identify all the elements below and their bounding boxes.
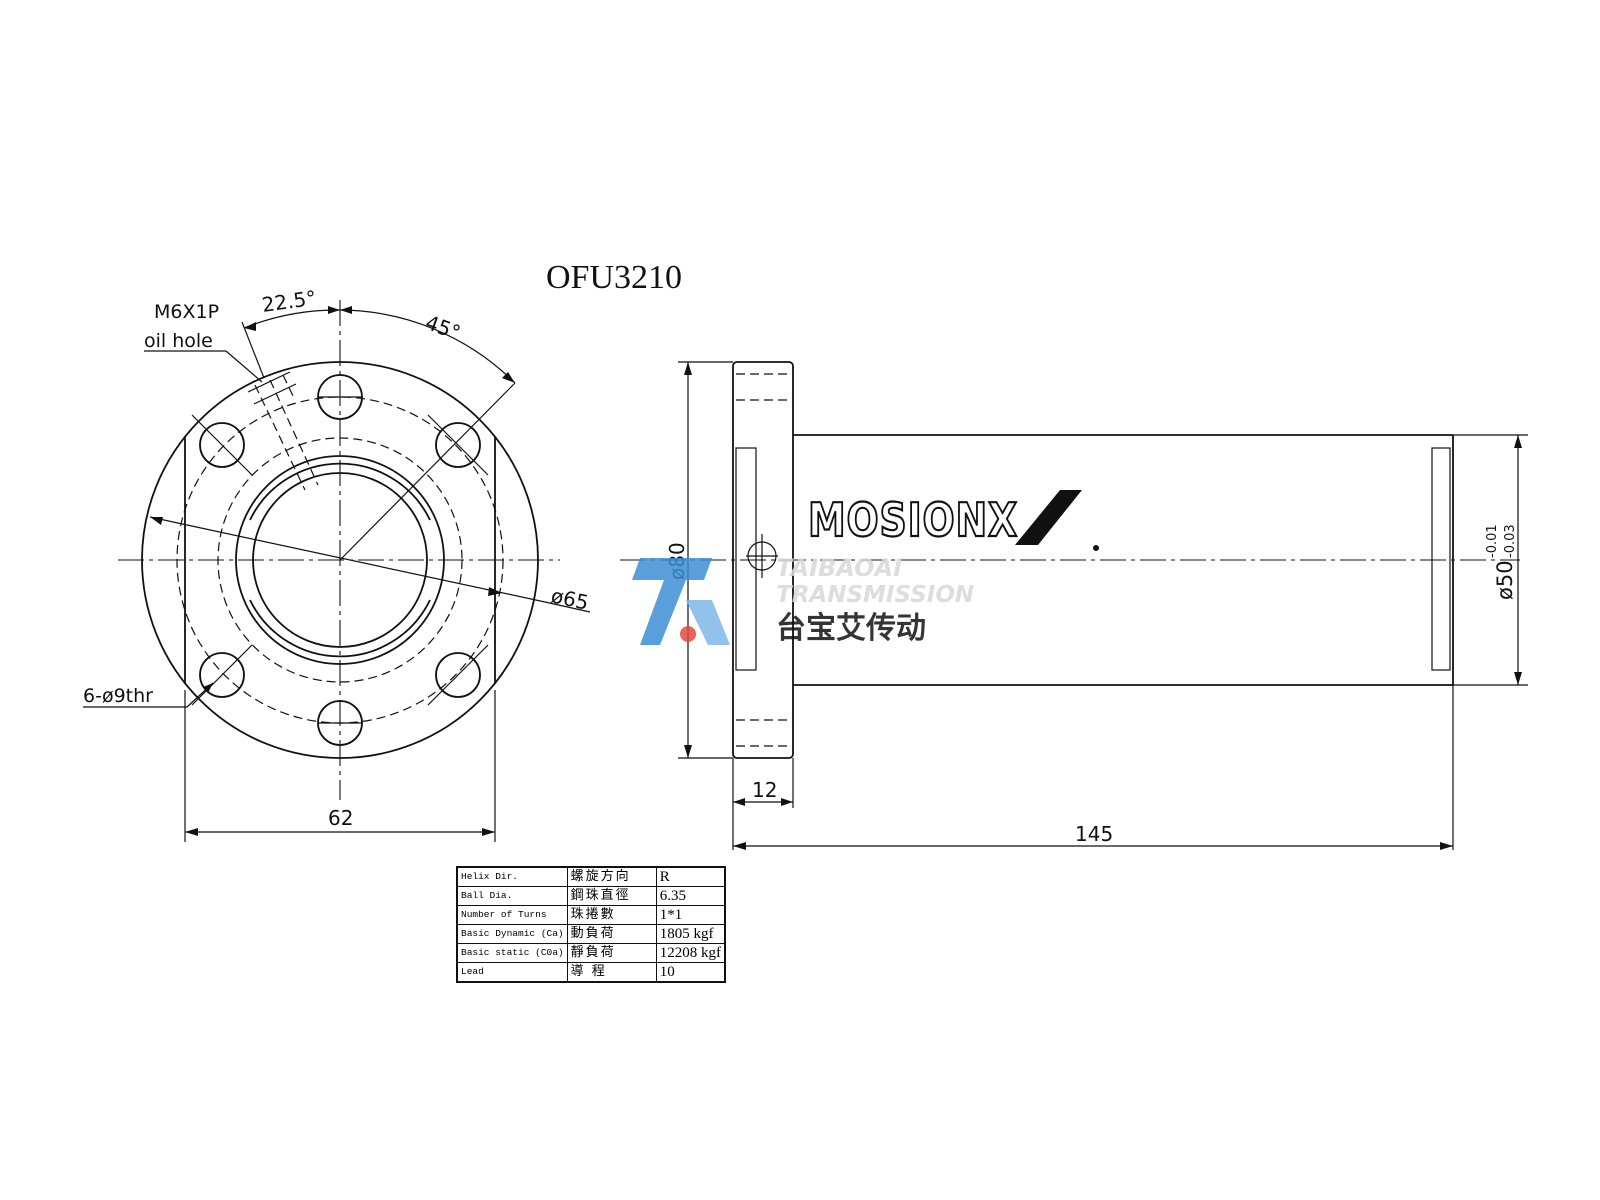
flange-thickness-label: 12 (752, 778, 777, 802)
body-circle (235, 455, 445, 665)
spec-en-label: Lead (456, 962, 568, 983)
inner-dashed-circle (217, 437, 463, 683)
spec-zh-label: 鋼珠直徑 (566, 886, 657, 906)
spec-value: R (655, 866, 726, 887)
bolt-holes (191, 374, 489, 746)
watermark: TAIBAOAI TRANSMISSION 台宝艾传动 (632, 554, 974, 646)
side-view: MOSIONX ø80 12 145 ø50 -0.01 -0.03 (620, 361, 1528, 850)
spec-value: 1*1 (655, 905, 726, 925)
oil-hole-channel (247, 371, 319, 491)
spec-zh-label: 動負荷 (566, 924, 657, 944)
width-dimension-label: 62 (328, 806, 353, 830)
spec-value: 10 (655, 962, 726, 983)
pcd-label: ø65 (549, 583, 591, 614)
bolt-hole (199, 422, 245, 468)
body-tol-upper: -0.01 (1485, 524, 1500, 558)
table-row: Basic Dynamic (Ca) 動負荷 1805 kgf (456, 924, 726, 944)
spec-zh-label: 靜負荷 (566, 943, 657, 963)
oil-hole-thread-label: M6X1P (154, 301, 219, 323)
body-dia-label: ø50 (1493, 560, 1517, 600)
spec-value: 1805 kgf (655, 924, 726, 944)
bore-circle (252, 472, 428, 648)
spec-en-label: Basic static (C0a) (456, 943, 568, 963)
spec-zh-label: 導 程 (566, 962, 657, 983)
pcd-leader (149, 516, 546, 603)
table-row: Lead 導 程 10 (456, 962, 726, 983)
spec-value: 6.35 (655, 886, 726, 906)
seal-left (735, 447, 757, 671)
table-row: Basic static (C0a) 靜負荷 12208 kgf (456, 943, 726, 963)
thread-arc-top (249, 462, 431, 521)
table-row: Helix Dir. 螺旋方向 R (456, 866, 726, 887)
front-view: 22.5° 45° M6X1P oil hole ø65 6-ø9thr 62 (83, 286, 591, 842)
bolt-hole (199, 652, 245, 698)
spec-value: 12208 kgf (655, 943, 726, 963)
bolt-hole (435, 652, 481, 698)
bolt-hole (435, 422, 481, 468)
table-row: Ball Dia. 鋼珠直徑 6.35 (456, 886, 726, 906)
spec-table: Helix Dir. 螺旋方向 R Ball Dia. 鋼珠直徑 6.35 Nu… (456, 866, 726, 983)
angle-arc-45 (339, 309, 516, 384)
spec-en-label: Number of Turns (456, 905, 568, 925)
watermark-logo-icon (632, 558, 712, 645)
spec-en-label: Basic Dynamic (Ca) (456, 924, 568, 944)
thread-arc-bottom (249, 599, 431, 658)
bolt-holes-label: 6-ø9thr (83, 685, 153, 707)
flange-outer-circle (141, 361, 539, 759)
logo-x-slash (1015, 490, 1082, 545)
brand-logo: MOSIONX (808, 493, 1018, 547)
table-row: Number of Turns 珠捲數 1*1 (456, 905, 726, 925)
spec-en-label: Helix Dir. (456, 866, 568, 887)
oil-hole-label: oil hole (144, 330, 213, 352)
angle-22-label: 22.5° (260, 286, 317, 317)
watermark-line1: TAIBAOAI (776, 554, 902, 582)
body-tol-lower: -0.03 (1503, 524, 1518, 558)
spec-en-label: Ball Dia. (456, 886, 568, 906)
watermark-line3: 台宝艾传动 (776, 611, 926, 646)
drawing-title: OFU3210 (546, 259, 682, 296)
spec-zh-label: 螺旋方向 (566, 866, 657, 887)
overall-length-label: 145 (1075, 822, 1113, 846)
watermark-line2: TRANSMISSION (776, 582, 974, 608)
seal-right (1431, 447, 1451, 671)
spec-zh-label: 珠捲數 (566, 905, 657, 925)
